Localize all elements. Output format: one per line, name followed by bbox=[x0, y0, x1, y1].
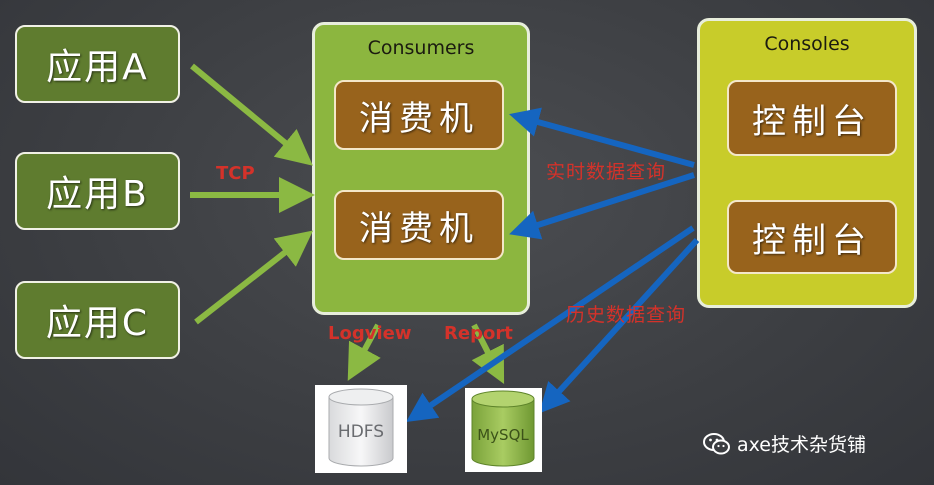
console-machine-2-label: 控制台 bbox=[752, 220, 872, 261]
arrow-logview-to-hdfs bbox=[347, 323, 381, 381]
console-machine-2: 控制台 bbox=[727, 200, 897, 274]
history-query-label: 历史数据查询 bbox=[566, 304, 687, 326]
hdfs-label: HDFS bbox=[338, 422, 384, 442]
watermark: axe技术杂货铺 bbox=[703, 430, 866, 457]
mysql-label: MySQL bbox=[477, 426, 529, 444]
arrow-realtime-to-consumer-1 bbox=[509, 107, 695, 168]
consumer-machine-1: 消费机 bbox=[334, 80, 504, 150]
console-machine-1: 控制台 bbox=[727, 80, 897, 156]
console-machine-1-label: 控制台 bbox=[752, 101, 872, 142]
consumers-title: Consumers bbox=[367, 37, 475, 59]
consoles-title: Consoles bbox=[764, 33, 850, 55]
app-b-label: 应用B bbox=[46, 174, 149, 215]
arrow-realtime-to-consumer-2 bbox=[509, 172, 695, 240]
wechat-icon bbox=[703, 432, 730, 454]
arrow-history-to-hdfs bbox=[406, 225, 695, 423]
app-c-box: 应用C bbox=[15, 281, 180, 359]
consumer-machine-2-label: 消费机 bbox=[359, 208, 479, 249]
arrow-app-a-to-consumers bbox=[190, 63, 313, 166]
watermark-text: axe技术杂货铺 bbox=[737, 434, 866, 456]
tcp-label: TCP bbox=[216, 163, 255, 184]
realtime-query-label: 实时数据查询 bbox=[546, 161, 667, 183]
app-a-label: 应用A bbox=[46, 47, 149, 88]
arrow-history-to-mysql bbox=[539, 237, 700, 414]
consumer-machine-2: 消费机 bbox=[334, 190, 504, 260]
consumer-machine-1-label: 消费机 bbox=[359, 98, 479, 139]
app-b-box: 应用B bbox=[15, 152, 180, 230]
consumers-panel: Consumers bbox=[312, 22, 530, 315]
app-a-box: 应用A bbox=[15, 25, 180, 103]
arrow-app-c-to-consumers bbox=[194, 230, 314, 325]
arrow-report-to-mysql bbox=[471, 323, 505, 385]
mysql-database-icon: MySQL bbox=[465, 388, 542, 472]
logview-label: Logview bbox=[328, 323, 412, 344]
app-c-label: 应用C bbox=[45, 303, 150, 344]
report-label: Report bbox=[444, 323, 513, 344]
hdfs-database-icon: HDFS bbox=[315, 385, 407, 473]
